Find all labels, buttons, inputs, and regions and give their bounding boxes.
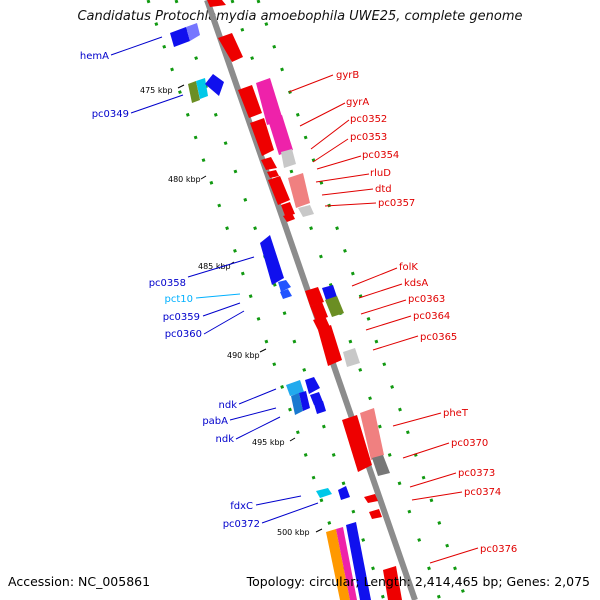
label-leader-lines bbox=[110, 36, 479, 564]
gene-pc0349-b bbox=[196, 78, 208, 99]
gene-gyrA bbox=[250, 118, 274, 156]
gene-pc0352 bbox=[281, 149, 296, 168]
label-pc0365: pc0365 bbox=[420, 332, 457, 343]
gene-pc0373 bbox=[364, 494, 378, 503]
label-kdsA: kdsA bbox=[404, 278, 428, 289]
label-pc0373: pc0373 bbox=[458, 468, 495, 479]
label-pc0364: pc0364 bbox=[413, 311, 450, 322]
label-pc0354: pc0354 bbox=[362, 150, 399, 161]
tick-495: 495 kbp bbox=[252, 438, 285, 447]
gene-pc0349-a bbox=[188, 81, 200, 103]
gene-kdsA bbox=[325, 296, 344, 317]
left-dots bbox=[174, 0, 386, 600]
tick-490: 490 kbp bbox=[227, 351, 260, 360]
label-folK: folK bbox=[399, 262, 418, 273]
tick-485: 485 kbp bbox=[198, 262, 231, 271]
label-pc0370: pc0370 bbox=[451, 438, 488, 449]
label-pc0359: pc0359 bbox=[163, 312, 200, 323]
label-fdxC: fdxC bbox=[230, 501, 253, 512]
label-pc0363: pc0363 bbox=[408, 294, 445, 305]
tick-475: 475 kbp bbox=[140, 86, 173, 95]
label-gyrB: gyrB bbox=[336, 70, 359, 81]
label-ndk-2: ndk bbox=[216, 434, 235, 445]
tick-480: 480 kbp bbox=[168, 175, 201, 184]
minus-strand-genes[interactable] bbox=[207, 0, 402, 600]
gene-gyrB bbox=[238, 85, 262, 118]
gene-hemA bbox=[170, 27, 190, 47]
plus-strand-labels[interactable]: hemA pc0349 pc0358 pct10 pc0359 pc0360 n… bbox=[80, 51, 260, 530]
gene-pc0358 bbox=[260, 235, 284, 285]
label-pc0376: pc0376 bbox=[480, 544, 517, 555]
right-dots bbox=[256, 0, 468, 600]
gene-fdxC bbox=[316, 488, 332, 498]
gene-upper bbox=[218, 33, 243, 62]
label-pc0353: pc0353 bbox=[350, 132, 387, 143]
label-pct10: pct10 bbox=[165, 294, 194, 305]
label-pc0358: pc0358 bbox=[149, 278, 186, 289]
label-pc0360: pc0360 bbox=[165, 329, 202, 340]
label-hemA: hemA bbox=[80, 51, 109, 62]
label-ndk-1: ndk bbox=[219, 400, 238, 411]
gene-ndk bbox=[286, 380, 304, 396]
feature-track-dots bbox=[146, 0, 468, 600]
gene-dtd bbox=[281, 202, 295, 216]
tick-500: 500 kbp bbox=[277, 528, 310, 537]
genome-summary: Topology: circular; Length: 2,414,465 bp… bbox=[246, 574, 590, 589]
gene-pc0364 bbox=[313, 316, 330, 330]
label-pheT: pheT bbox=[443, 408, 469, 419]
gene-rluD bbox=[268, 176, 290, 205]
gene-pc0372-a bbox=[326, 529, 350, 600]
label-pc0352: pc0352 bbox=[350, 114, 387, 125]
label-pc0372: pc0372 bbox=[223, 519, 260, 530]
minus-strand-labels[interactable]: gyrB gyrA pc0352 pc0353 pc0354 rluD dtd … bbox=[336, 70, 517, 555]
label-gyrA: gyrA bbox=[346, 97, 369, 108]
inner-left-dots bbox=[146, 0, 358, 600]
plus-strand-genes[interactable] bbox=[170, 23, 371, 600]
label-pc0357: pc0357 bbox=[378, 198, 415, 209]
gene-folK bbox=[305, 287, 324, 306]
label-dtd: dtd bbox=[375, 184, 392, 195]
accession-text: Accession: NC_005861 bbox=[8, 574, 151, 589]
gene-top bbox=[207, 0, 226, 7]
map-title: Candidatus Protochlamydia amoebophila UW… bbox=[77, 9, 523, 24]
gene-pc0374 bbox=[369, 509, 382, 519]
label-pc0349: pc0349 bbox=[92, 109, 129, 120]
gene-pc0365 bbox=[318, 325, 342, 366]
gene-pheT bbox=[342, 415, 372, 472]
label-pabA: pabA bbox=[202, 416, 228, 427]
kbp-ticks: 475 kbp 480 kbp 485 kbp 490 kbp 495 kbp … bbox=[140, 84, 323, 537]
label-rluD: rluD bbox=[370, 168, 391, 179]
gene-pc0376 bbox=[383, 566, 402, 600]
label-pc0374: pc0374 bbox=[464, 487, 501, 498]
